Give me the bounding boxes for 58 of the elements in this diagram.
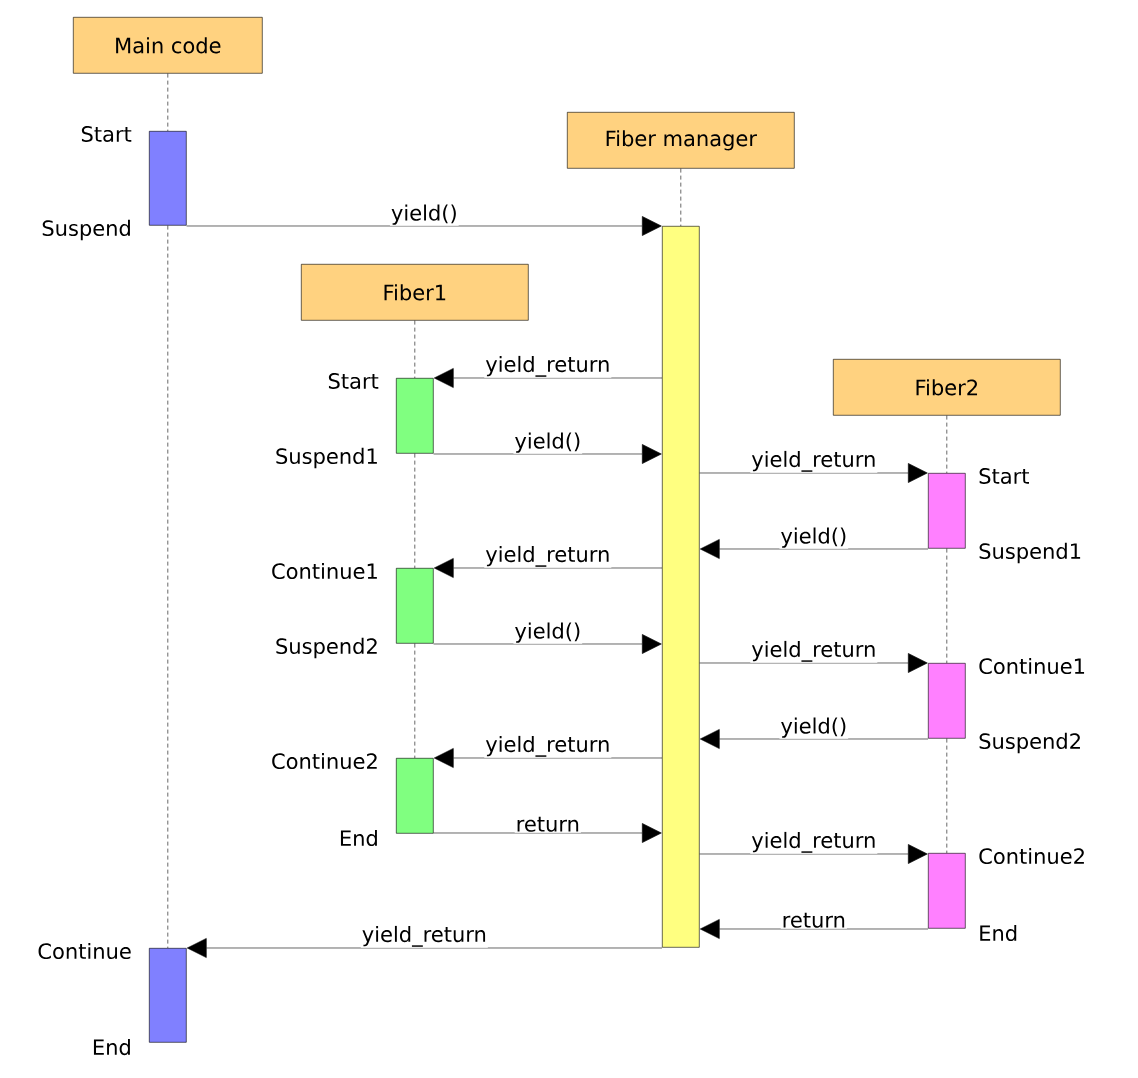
message-arrow: [700, 539, 929, 559]
message-arrow: [433, 368, 663, 388]
lifeline: [946, 548, 948, 664]
lifeline-header-box: Fiber2: [833, 359, 1061, 416]
edge-label: yield_return: [750, 830, 878, 854]
lifeline: [167, 73, 169, 132]
edge-label: return: [780, 911, 847, 929]
message-arrow: [186, 216, 662, 236]
edge-label: yield(): [513, 431, 583, 454]
step-label: Continue1: [272, 562, 377, 580]
edge-label: yield_return: [484, 734, 612, 758]
step-label: End: [93, 1038, 130, 1056]
step-label: Suspend: [42, 219, 130, 241]
lifeline: [946, 738, 948, 854]
lifeline-header-box: Fiber1: [301, 264, 529, 321]
lifeline-header-box: Fiber manager: [567, 112, 795, 169]
step-label: Continue: [38, 942, 131, 960]
lifeline: [167, 225, 169, 949]
step-label: Continue1: [979, 657, 1085, 675]
step-label: Suspend2: [979, 732, 1080, 754]
edge-label: yield_return: [750, 449, 878, 473]
message-arrow: [699, 844, 928, 864]
step-label: Suspend2: [276, 637, 377, 659]
step-label: Start: [328, 373, 379, 389]
message-arrow: [433, 634, 662, 654]
step-label: Start: [979, 468, 1029, 484]
edge-label: yield_return: [360, 924, 488, 948]
lifeline: [414, 643, 416, 759]
message-arrow: [699, 463, 928, 483]
step-label: Continue2: [979, 847, 1084, 865]
step-label: End: [340, 829, 377, 847]
activation-bar: [662, 226, 700, 948]
message-arrow: [700, 919, 929, 939]
message-arrow: [433, 823, 662, 843]
edge-label: yield_return: [484, 544, 612, 568]
edge-label: yield(): [513, 621, 583, 644]
edge-label: yield_return: [750, 639, 878, 663]
lifeline: [414, 320, 416, 379]
edge-label: yield(): [389, 203, 459, 226]
lifeline: [946, 415, 948, 474]
step-label: Suspend1: [979, 542, 1081, 564]
lifeline-header-box: Main code: [73, 17, 263, 74]
message-arrow: [699, 653, 928, 673]
step-label: End: [980, 924, 1017, 942]
lifeline: [414, 453, 416, 569]
step-label: Start: [81, 126, 132, 142]
edge-label: yield_return: [484, 354, 612, 378]
step-label: Continue2: [272, 752, 377, 770]
message-arrow: [433, 444, 662, 464]
edge-label: return: [514, 815, 581, 833]
edge-label: yield(): [779, 716, 849, 739]
edge-label: yield(): [779, 526, 849, 549]
step-label: Suspend1: [276, 447, 377, 469]
message-arrow: [433, 558, 663, 578]
message-arrow: [700, 729, 929, 749]
message-arrow: [433, 748, 663, 768]
message-arrow: [187, 938, 663, 958]
lifeline: [680, 168, 682, 227]
